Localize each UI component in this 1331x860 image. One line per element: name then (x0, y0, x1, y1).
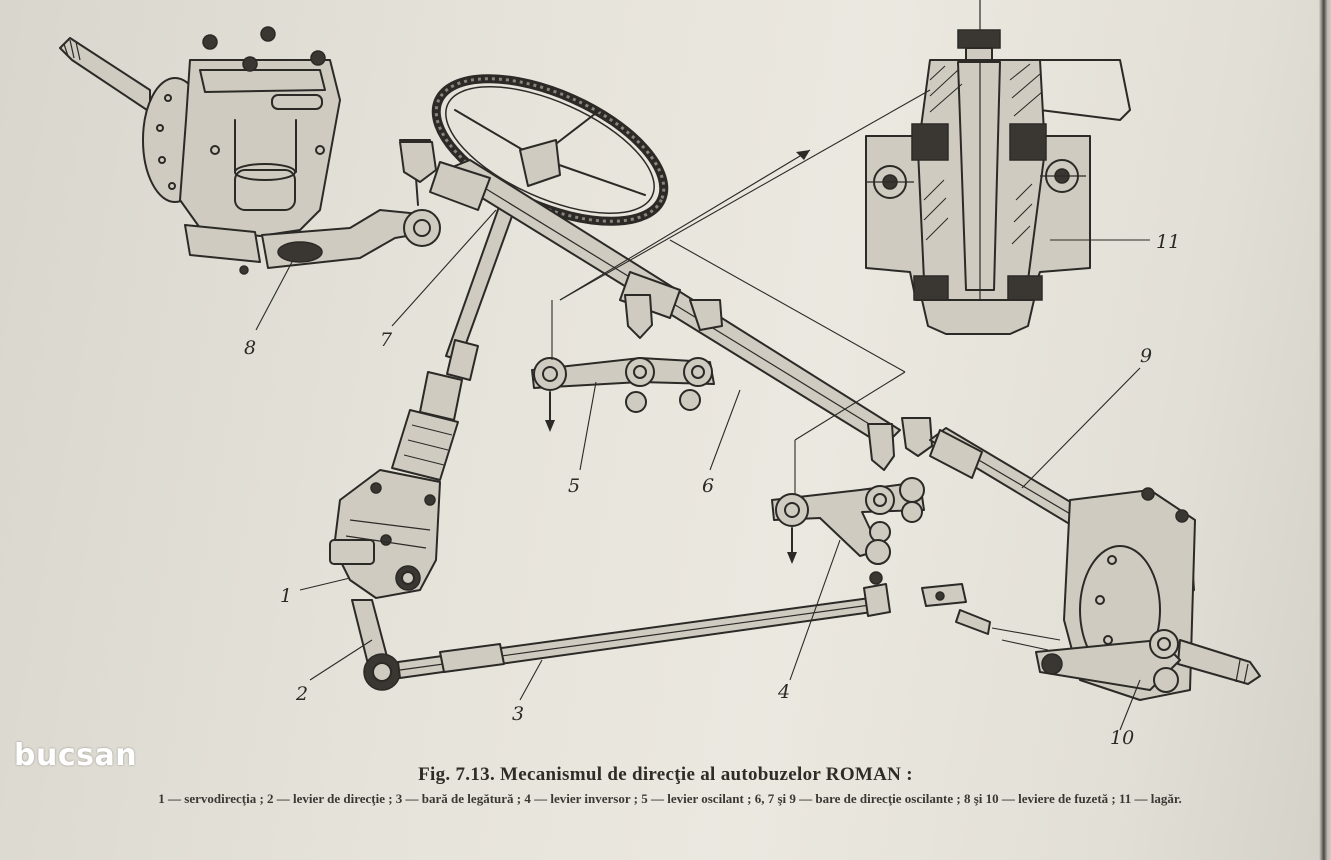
part-4-idler-lever (771, 417, 933, 565)
part-3-drag-link (397, 571, 891, 679)
part-10-knuckle-lever (921, 487, 1261, 701)
callout-4: 4 (777, 681, 790, 703)
part-5-oscillating-lever (531, 357, 715, 432)
callout-3: 3 (512, 703, 524, 725)
part-1-power-steering (329, 469, 441, 691)
steering-wheel (431, 74, 669, 226)
steering-mechanism-drawing: 1 2 3 4 5 6 7 8 9 10 11 (59, 0, 1261, 749)
page-edge (1319, 0, 1331, 860)
leader-lines (255, 89, 1150, 731)
callout-6: 6 (702, 475, 714, 497)
part-7-steering-column (391, 189, 521, 481)
watermark-text: bucsan (14, 738, 138, 773)
callout-2: 2 (295, 683, 308, 705)
callout-8: 8 (244, 337, 256, 359)
callout-10: 10 (1110, 727, 1134, 749)
callout-11: 11 (1156, 231, 1180, 253)
callout-1: 1 (280, 585, 292, 607)
part-11-bearing-section (865, 0, 1131, 335)
figure-caption-legend: 1 — servodirecţia ; 2 — levier de direcţ… (158, 791, 1182, 806)
callout-9: 9 (1140, 345, 1152, 367)
part-6-oscillating-rod (399, 141, 901, 447)
part-8-kingpin-housing (59, 26, 441, 275)
callout-5: 5 (568, 475, 580, 497)
callout-7: 7 (380, 329, 393, 351)
callout-labels: 1 2 3 4 5 6 7 8 9 10 11 (244, 231, 1180, 749)
figure-caption-title: Fig. 7.13. Mecanismul de direcţie al aut… (418, 764, 913, 785)
